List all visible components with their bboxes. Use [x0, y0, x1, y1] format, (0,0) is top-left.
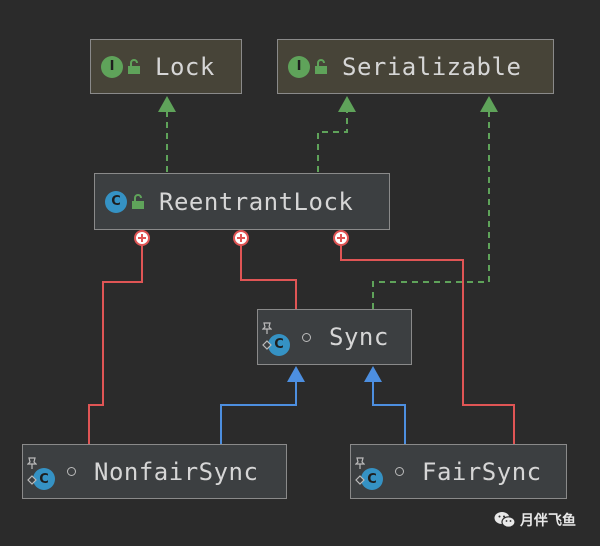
implements-edges [166, 110, 490, 309]
fairsync-node[interactable]: C FairSync [350, 444, 567, 499]
nonfairsync-node[interactable]: C NonfairSync [22, 444, 287, 499]
node-label: Lock [155, 52, 215, 81]
pin-icon [355, 456, 365, 469]
watermark-title: 月伴飞鱼 [520, 513, 576, 529]
serializable-node[interactable]: I Serializable [277, 39, 554, 94]
inner-class-edges [88, 245, 515, 444]
key-icon [262, 340, 272, 350]
key-icon [27, 474, 37, 485]
node-label: Sync [329, 323, 389, 351]
pin-icon [262, 322, 272, 334]
edge-nonfairsync-sync [220, 380, 297, 444]
edge-fairsync-sync [372, 380, 406, 444]
node-label: Serializable [342, 52, 522, 81]
watermark: 月伴飞鱼 [494, 510, 576, 530]
lock-node[interactable]: I Lock [90, 39, 242, 94]
node-label: ReentrantLock [159, 187, 354, 216]
class-icon: C [105, 190, 127, 213]
arrowhead-serializable-2 [480, 96, 498, 112]
arrowhead-lock [158, 96, 176, 112]
unlocked-icon [315, 58, 327, 74]
class-icon: C [33, 468, 55, 490]
package-private-icon [395, 467, 404, 476]
edge-sync-serializable [372, 110, 490, 309]
edge-inner-fairsync [340, 245, 515, 444]
static-class-icon-wrap: C [355, 456, 383, 490]
edge-inner-sync [240, 245, 297, 309]
package-private-icon [302, 332, 311, 342]
reentrantlock-node[interactable]: C ReentrantLock [94, 173, 390, 230]
plus-circle-icon [134, 230, 150, 246]
node-label: NonfairSync [94, 457, 259, 486]
class-icon: C [268, 333, 290, 356]
interface-icon: I [288, 55, 310, 78]
implements-arrowheads [158, 96, 498, 112]
plus-circle-icon [333, 230, 349, 246]
package-private-icon [67, 467, 76, 476]
plus-circle-icon [233, 230, 249, 246]
edge-reentrantlock-serializable [317, 110, 348, 172]
static-class-icon-wrap: C [27, 456, 55, 490]
extends-edges [220, 380, 406, 444]
class-icon: C [361, 468, 383, 490]
wechat-icon [494, 512, 516, 528]
inner-class-markers [134, 230, 349, 246]
arrowhead-serializable-1 [338, 96, 356, 112]
edge-inner-nonfairsync [88, 245, 143, 444]
pin-icon [27, 456, 37, 469]
static-class-icon-wrap: C [262, 322, 290, 356]
unlocked-icon [132, 193, 144, 209]
interface-icon: I [101, 55, 123, 78]
key-icon [355, 474, 365, 485]
unlocked-icon [128, 58, 140, 74]
arrowhead-sync-2 [364, 366, 382, 382]
arrowhead-sync-1 [287, 366, 305, 382]
extends-arrowheads [287, 366, 382, 382]
sync-node[interactable]: C Sync [257, 309, 412, 365]
node-label: FairSync [422, 457, 542, 486]
